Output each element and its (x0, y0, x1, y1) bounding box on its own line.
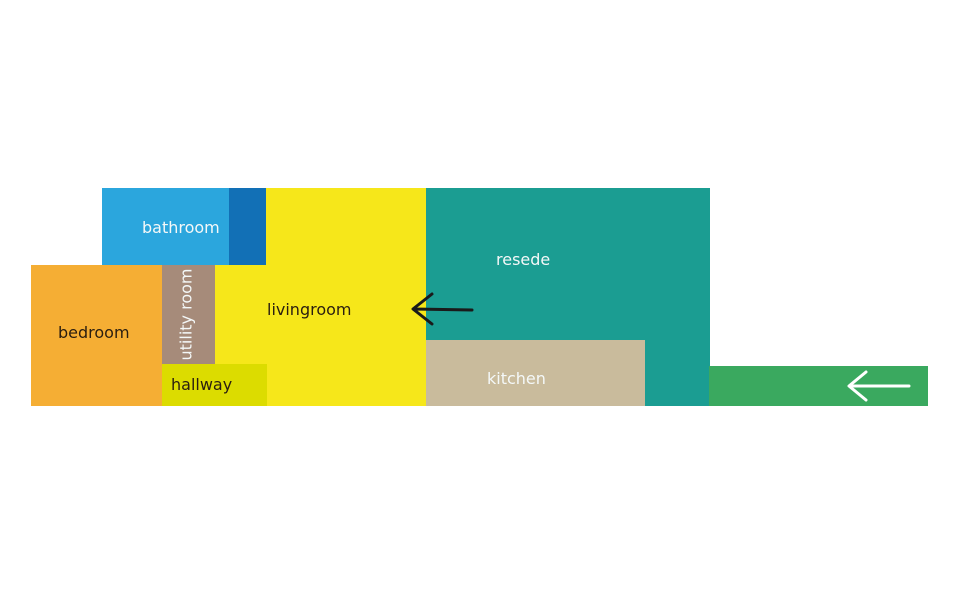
bathroom-label: bathroom (142, 218, 220, 237)
livingroom-extension (214, 265, 267, 365)
utility-room-label: utility room (176, 268, 196, 361)
bedroom-label: bedroom (58, 323, 130, 342)
livingroom-room (266, 188, 427, 406)
kitchen-label: kitchen (487, 369, 546, 388)
bathroom-room: bathroom (102, 188, 230, 266)
entrance-arrow-icon (847, 370, 911, 402)
hallway-room: hallway (162, 364, 267, 406)
bathroom-shower-area (229, 188, 267, 266)
arrow-left-icon (411, 292, 474, 326)
kitchen-room: kitchen (426, 340, 645, 406)
utility-room: utility room (162, 265, 215, 365)
resede-label: resede (496, 250, 551, 269)
hallway-label: hallway (171, 375, 233, 394)
bedroom-room: bedroom (31, 265, 163, 406)
livingroom-label: livingroom (267, 300, 352, 319)
